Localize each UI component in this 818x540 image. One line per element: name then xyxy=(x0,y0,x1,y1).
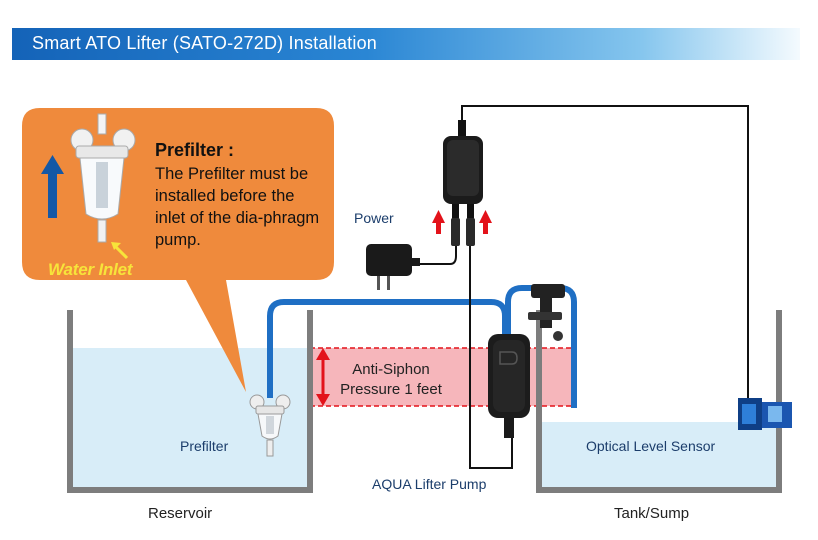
pump-label: AQUA Lifter Pump xyxy=(372,476,487,492)
anti-siphon-zone xyxy=(310,348,576,406)
anti-siphon-arrow xyxy=(316,348,330,406)
prefilter-icon xyxy=(249,394,291,457)
controller-icon xyxy=(443,120,483,246)
reservoir-container xyxy=(67,310,313,493)
prefilter-large-icon xyxy=(70,113,136,243)
tank-label: Tank/Sump xyxy=(614,505,690,522)
water-inlet-pointer-icon xyxy=(111,242,129,260)
header-bar: Smart ATO Lifter (SATO-272D) Installatio… xyxy=(12,28,800,60)
power-adapter-icon xyxy=(366,244,420,290)
prefilter-label: Prefilter xyxy=(180,438,229,454)
power-cable xyxy=(418,228,457,265)
water-inlet-label: Water Inlet xyxy=(48,260,133,279)
power-label: Power xyxy=(354,210,394,226)
callout-title: Prefilter : xyxy=(155,140,235,160)
inlet-tube xyxy=(267,299,508,398)
pump-icon xyxy=(488,334,530,438)
pump-cable xyxy=(469,228,513,469)
sensor-cable xyxy=(461,105,749,398)
outlet-nozzle xyxy=(528,284,565,341)
reservoir-label: Reservoir xyxy=(148,505,213,522)
red-up-arrow-right-icon xyxy=(479,210,492,234)
anti-siphon-label: Anti-Siphon Pressure 1 feet xyxy=(340,361,442,398)
optical-sensor-label: Optical Level Sensor xyxy=(586,438,716,454)
flow-up-arrow-icon xyxy=(41,155,64,218)
optical-level-sensor-icon xyxy=(738,398,792,430)
tank-water xyxy=(541,422,777,488)
tank-container xyxy=(536,310,782,493)
callout-text: The Prefilter must be installed before t… xyxy=(155,165,320,249)
red-up-arrow-left-icon xyxy=(432,210,445,234)
page-title: Smart ATO Lifter (SATO-272D) Installatio… xyxy=(32,33,377,53)
